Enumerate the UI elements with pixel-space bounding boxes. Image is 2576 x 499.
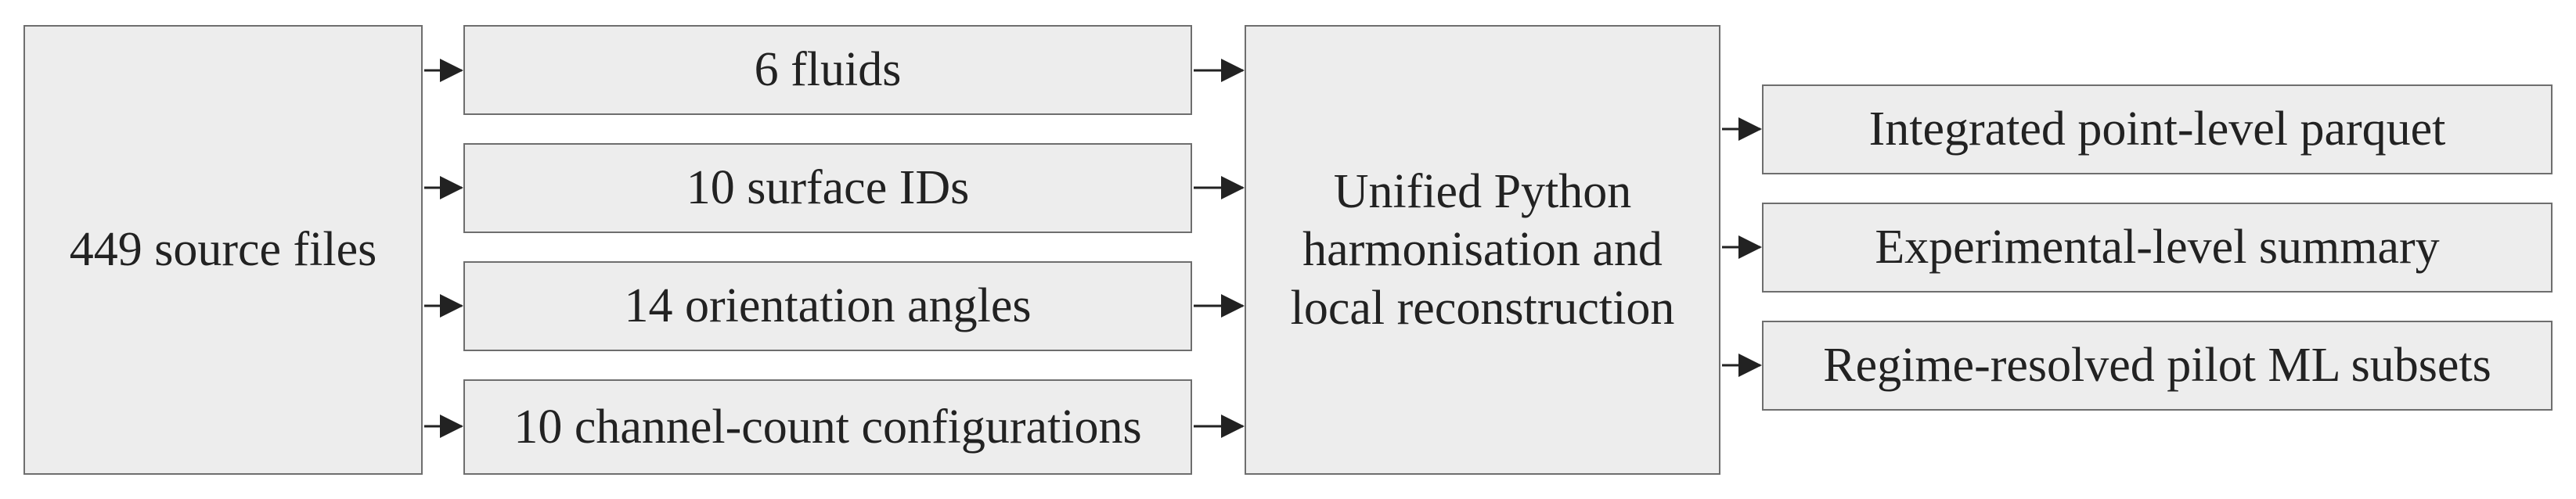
experimental-summary-label: Experimental-level summary — [1875, 221, 2440, 275]
orientation-angles-box: 14 orientation angles — [463, 261, 1192, 351]
fluids-label: 6 fluids — [754, 43, 902, 97]
fluids-box: 6 fluids — [463, 25, 1192, 115]
channel-count-box: 10 channel-count configurations — [463, 379, 1192, 475]
experimental-summary-box: Experimental-level summary — [1762, 203, 2553, 293]
source-files-box: 449 source files — [23, 25, 423, 475]
point-level-parquet-box: Integrated point-level parquet — [1762, 84, 2553, 174]
surface-ids-label: 10 surface IDs — [686, 161, 970, 215]
harmonisation-process-box: Unified Python harmonisation and local r… — [1245, 25, 1720, 475]
ml-subsets-box: Regime-resolved pilot ML subsets — [1762, 321, 2553, 411]
surface-ids-box: 10 surface IDs — [463, 143, 1192, 233]
orientation-angles-label: 14 orientation angles — [624, 279, 1032, 333]
channel-count-label: 10 channel-count configurations — [513, 400, 1142, 454]
harmonisation-process-label: Unified Python harmonisation and local r… — [1290, 164, 1675, 335]
point-level-parquet-label: Integrated point-level parquet — [1868, 102, 2446, 156]
ml-subsets-label: Regime-resolved pilot ML subsets — [1823, 339, 2491, 393]
source-files-label: 449 source files — [69, 223, 377, 277]
